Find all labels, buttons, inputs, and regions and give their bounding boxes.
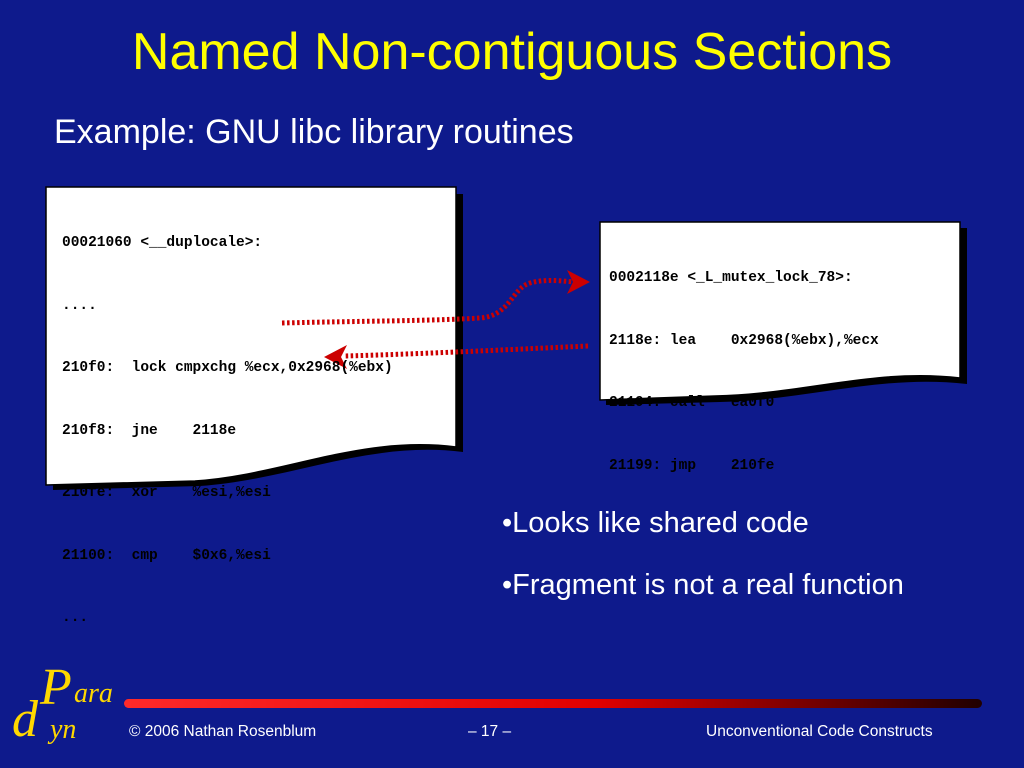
bullet-list: •Looks like shared code •Fragment is not… (502, 502, 904, 626)
footer-page-number: – 17 – (468, 723, 512, 740)
return-arrow (344, 343, 589, 359)
code-line: 21100: cmp $0x6,%esi (62, 547, 271, 564)
code-line: 00021060 <__duplocale>: (62, 235, 263, 251)
duplocale-listing: 00021060 <__duplocale>: .... 210f0: lock… (62, 196, 393, 650)
footer-copyright: © 2006 Nathan Rosenblum (129, 723, 317, 740)
arrowhead-icon (567, 270, 590, 294)
logo-letter: ara (74, 678, 113, 709)
code-line: 21194: call ea0f0 (609, 395, 775, 411)
logo-letter: P (40, 659, 72, 716)
footer-bar (124, 699, 982, 708)
slide-subtitle: Example: GNU libc library routines (54, 113, 574, 151)
paradyn-logo: P ara d yn (12, 659, 126, 760)
logo-letter: d (12, 691, 38, 748)
code-line: 210f0: lock cmpxchg %ecx,0x2968(%ebx) (62, 360, 393, 376)
code-document-left (45, 186, 457, 486)
code-line: 210fe: xor %esi,%esi (62, 485, 271, 501)
mutex-lock-listing: 0002118e <_L_mutex_lock_78>: 2118e: lea … (609, 231, 879, 497)
arrowhead-icon (324, 345, 347, 369)
bullet-item: •Fragment is not a real function (502, 569, 904, 601)
logo-letter: yn (50, 714, 77, 745)
code-line: ... (62, 610, 89, 626)
code-line: 21199: jmp 210fe (609, 457, 775, 474)
code-line: 0002118e <_L_mutex_lock_78>: (609, 270, 853, 286)
footer-topic: Unconventional Code Constructs (706, 723, 933, 740)
jump-arrow (281, 277, 581, 326)
code-line: 210f8: jne 2118e (62, 422, 237, 439)
code-document-right (599, 221, 961, 401)
slide-title: Named Non-contiguous Sections (131, 23, 893, 81)
bullet-item: •Looks like shared code (502, 507, 809, 539)
code-line: .... (62, 297, 97, 314)
code-line: 2118e: lea 0x2968(%ebx),%ecx (609, 332, 879, 349)
